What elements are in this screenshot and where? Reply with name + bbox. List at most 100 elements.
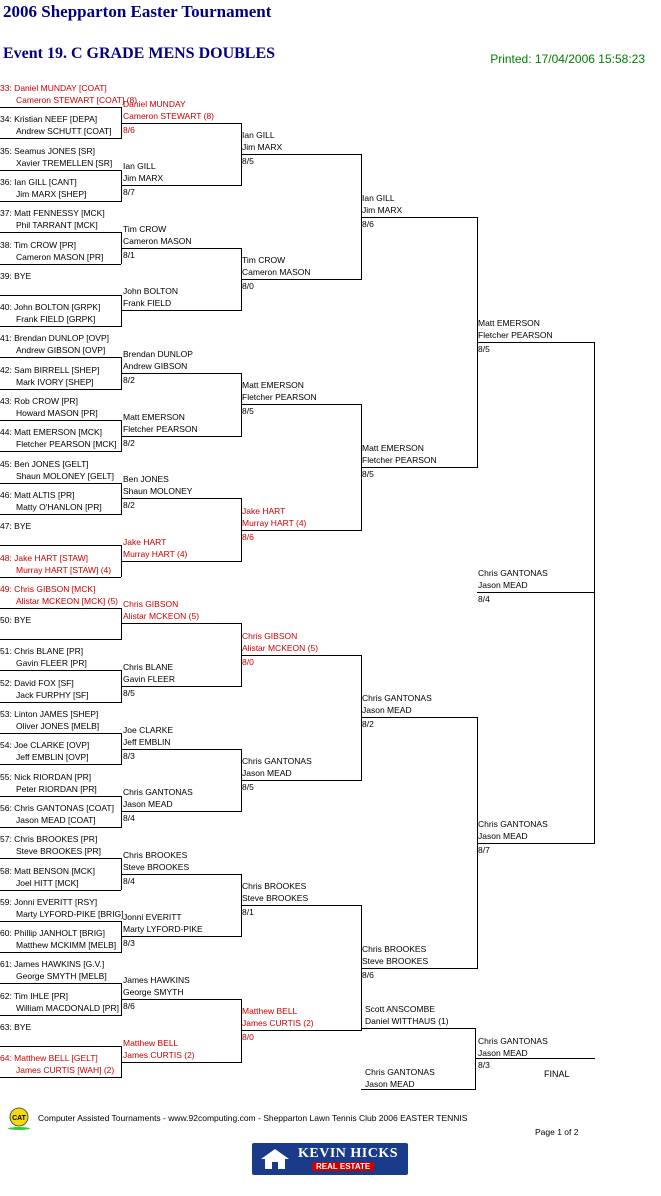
match-score: 8/5 bbox=[362, 468, 374, 479]
match-player2: Jason MEAD bbox=[478, 830, 528, 841]
match-player1: Matt EMERSON bbox=[362, 442, 424, 453]
match-score: 8/0 bbox=[242, 656, 254, 667]
draw-entry-player2: George SMYTH [MELB] bbox=[16, 971, 107, 982]
match-player2: Alistar MCKEON (5) bbox=[242, 642, 319, 653]
final-bottom-player2: Jason MEAD bbox=[365, 1079, 415, 1089]
final-connector bbox=[475, 1028, 476, 1090]
draw-entry-player1: 51: Chris BLANE [PR] bbox=[0, 646, 84, 657]
match-player2: Jeff EMBLIN bbox=[123, 736, 171, 747]
match-player1: Joe CLARKE bbox=[123, 724, 174, 735]
bracket-connector bbox=[121, 169, 122, 202]
draw-line bbox=[0, 545, 121, 547]
match-player1: Matthew BELL bbox=[123, 1037, 179, 1048]
draw-entry-player1: 46: Matt ALTIS [PR] bbox=[0, 489, 75, 500]
match-player2: Gavin FLEER bbox=[123, 674, 175, 685]
house-icon bbox=[261, 1149, 289, 1169]
match-score: 8/5 bbox=[242, 155, 254, 166]
match-score: 8/2 bbox=[123, 500, 135, 511]
match-player2: Andrew GIBSON bbox=[123, 361, 188, 372]
match-player2: Steve BROOKES bbox=[123, 861, 190, 872]
match-player1: Chris GANTONAS bbox=[478, 818, 548, 829]
match-score: 8/6 bbox=[123, 1001, 135, 1012]
draw-line bbox=[0, 670, 121, 672]
match-score: 8/1 bbox=[123, 249, 135, 260]
bracket-connector bbox=[121, 920, 122, 954]
match-line bbox=[122, 310, 241, 312]
draw-entry-player1: 57: Chris BROOKES [PR] bbox=[0, 834, 98, 845]
draw-entry-player2: James CURTIS [WAH] (2) bbox=[16, 1065, 115, 1076]
match-player1: Chris BLANE bbox=[123, 662, 174, 673]
match-player2: James CURTIS (2) bbox=[123, 1049, 195, 1060]
draw-line bbox=[0, 733, 121, 734]
draw-entry-player1: 49: Chris GIBSON [MCK] bbox=[0, 583, 96, 594]
draw-entry-player2: Joel HITT [MCK] bbox=[16, 877, 79, 888]
draw-line bbox=[0, 388, 121, 390]
draw-entry-player2: Steve BROOKES [PR] bbox=[16, 846, 102, 857]
match-line bbox=[122, 373, 241, 375]
match-line bbox=[241, 1030, 361, 1032]
match-line bbox=[361, 466, 477, 468]
draw-entry-player1: 34: Kristian NEEF [DEPA] bbox=[0, 114, 98, 125]
draw-entry-player1: 35: Seamus JONES [SR] bbox=[0, 145, 95, 156]
match-score: 8/3 bbox=[123, 750, 135, 761]
match-player1: Brendan DUNLOP bbox=[123, 349, 193, 360]
match-player2: Cameron STEWART (8) bbox=[123, 110, 215, 121]
draw-line bbox=[0, 357, 121, 359]
match-player2: Marty LYFORD-PIKE bbox=[123, 924, 203, 935]
match-player1: Ian GILL bbox=[242, 129, 275, 140]
match-score: 8/5 bbox=[123, 688, 135, 699]
bracket-connector bbox=[121, 983, 122, 1016]
bracket-connector bbox=[121, 357, 122, 390]
match-line bbox=[241, 654, 361, 656]
draw-entry-player2: Cameron MASON [PR] bbox=[16, 251, 104, 262]
match-line bbox=[122, 623, 241, 625]
sponsor-banner: KEVIN HICKS REAL ESTATE bbox=[252, 1143, 408, 1175]
match-score: 8/2 bbox=[123, 375, 135, 386]
bracket-connector bbox=[121, 232, 122, 265]
match-score: 8/4 bbox=[123, 875, 135, 886]
match-line bbox=[122, 936, 241, 938]
draw-entry-player2: Shaun MOLONEY [GELT] bbox=[16, 470, 114, 481]
draw-entry-player1: 38: Tim CROW [PR] bbox=[0, 239, 77, 250]
match-score: 8/2 bbox=[123, 437, 135, 448]
semi-winner-player2: Jason MEAD bbox=[478, 580, 528, 591]
draw-entry-player2: Andrew GIBSON [OVP] bbox=[16, 345, 106, 356]
tournament-title: 2006 Shepparton Easter Tournament bbox=[3, 2, 272, 21]
match-player2: Cameron MASON bbox=[123, 235, 192, 246]
match-player1: Jake HART bbox=[242, 505, 286, 516]
draw-entry-player1: 54: Joe CLARKE [OVP] bbox=[0, 740, 90, 751]
draw-entry-player2: Xavier TREMELLEN [SR] bbox=[16, 157, 113, 168]
draw-entry-player1: 40: John BOLTON [GRPK] bbox=[0, 302, 101, 313]
footer-credits: Computer Assisted Tournaments - www.92co… bbox=[38, 1113, 468, 1123]
draw-line bbox=[0, 326, 121, 328]
match-player1: Tim CROW bbox=[242, 255, 286, 266]
match-player2: James CURTIS (2) bbox=[242, 1018, 314, 1029]
draw-entry-player1: 62: Tim IHLE [PR] bbox=[0, 990, 69, 1001]
bracket-connector bbox=[121, 607, 122, 641]
match-line bbox=[361, 967, 477, 969]
draw-line bbox=[0, 1014, 121, 1016]
draw-line bbox=[0, 420, 121, 421]
draw-entry-player1: 63: BYE bbox=[0, 1022, 32, 1032]
match-player1: Chris BROOKES bbox=[242, 881, 307, 892]
bracket-connector bbox=[121, 420, 122, 453]
match-player2: Jim MARX bbox=[242, 141, 283, 152]
draw-entry-player1: 59: Jonni EVERITT [RSY] bbox=[0, 896, 98, 907]
draw-entry-player2: Oliver JONES [MELB] bbox=[16, 721, 100, 731]
champion-line bbox=[476, 1058, 595, 1059]
match-player1: John BOLTON bbox=[123, 286, 178, 297]
draw-entry-player1: 43: Rob CROW [PR] bbox=[0, 396, 78, 406]
match-player2: Jim MARX bbox=[123, 173, 164, 184]
match-line bbox=[241, 153, 361, 155]
draw-line bbox=[0, 920, 121, 922]
match-player2: Fletcher PEARSON bbox=[242, 392, 317, 403]
bracket-connector bbox=[121, 294, 122, 328]
draw-line bbox=[0, 983, 121, 985]
draw-entry-player2: Frank FIELD [GRPK] bbox=[16, 314, 96, 325]
draw-line bbox=[0, 858, 121, 860]
event-title: Event 19. C GRADE MENS DOUBLES bbox=[3, 45, 276, 62]
match-player2: Jason MEAD bbox=[362, 705, 412, 716]
match-player1: Ian GILL bbox=[123, 161, 156, 172]
match-line bbox=[122, 999, 241, 1001]
match-line bbox=[122, 811, 241, 813]
